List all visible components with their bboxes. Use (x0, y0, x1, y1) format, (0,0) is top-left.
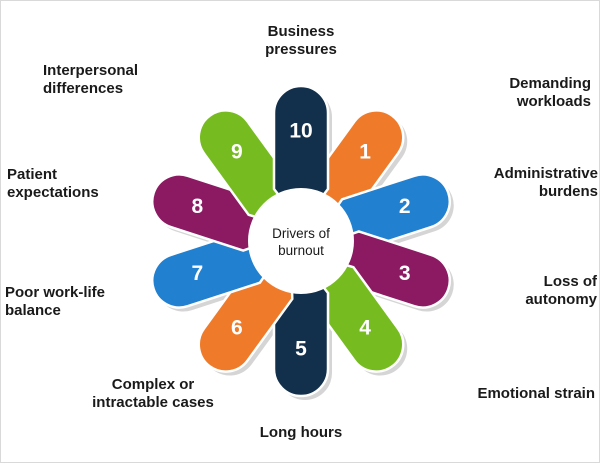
petal-number-10: 10 (289, 120, 312, 143)
label-patient-expectations: Patient expectations (7, 166, 99, 202)
petal-number-9: 9 (231, 140, 243, 163)
label-complex-cases: Complex or intractable cases (92, 376, 214, 412)
label-administrative-burdens: Administrative burdens (493, 165, 598, 201)
label-demanding-workloads: Demanding workloads (509, 75, 591, 111)
center-label-line1: Drivers of (272, 226, 330, 241)
petal-number-4: 4 (359, 317, 371, 340)
petal-number-5: 5 (295, 338, 307, 361)
label-emotional-strain: Emotional strain (477, 385, 595, 402)
label-loss-of-autonomy: Loss of autonomy (525, 273, 597, 309)
label-interpersonal-differences: Interpersonal differences (43, 62, 139, 98)
petal-number-1: 1 (359, 140, 371, 163)
petal-number-6: 6 (231, 317, 243, 340)
label-business-pressures: Business pressures (265, 23, 337, 59)
label-long-hours: Long hours (259, 424, 343, 441)
petal-number-layer: 1 2 3 4 5 6 7 8 9 10 (191, 120, 410, 361)
petal-number-3: 3 (399, 262, 411, 285)
center-label-line2: burnout (278, 243, 324, 258)
label-work-life-balance: Poor work-life balance (5, 284, 106, 320)
petal-number-7: 7 (191, 262, 203, 285)
petal-number-8: 8 (191, 195, 203, 218)
center-circle (248, 188, 354, 294)
petal-number-2: 2 (399, 195, 411, 218)
